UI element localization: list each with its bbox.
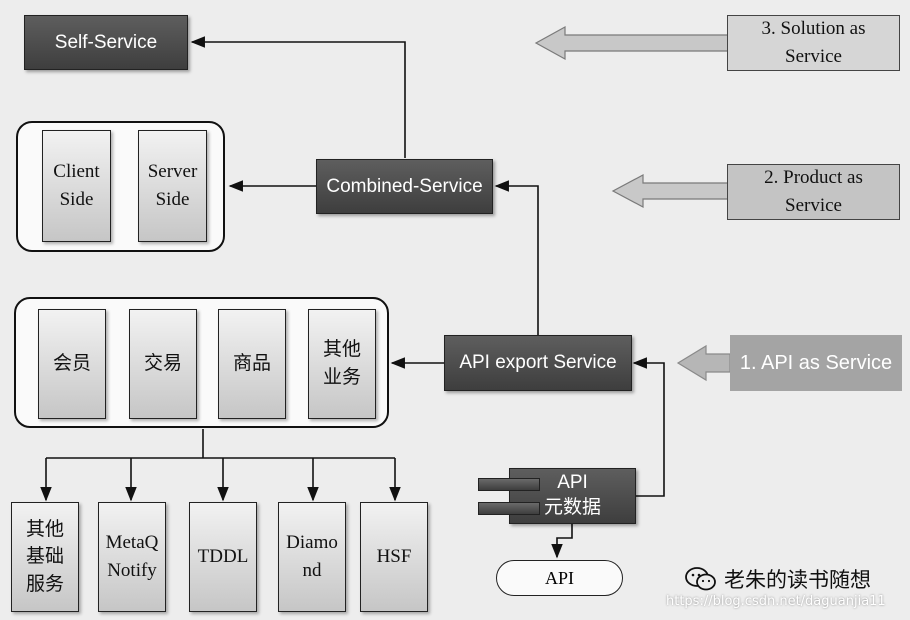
watermark-name: 老朱的读书随想 — [724, 568, 871, 592]
edge-meta-to-api — [551, 524, 573, 559]
infra-tddl-node: TDDL — [189, 502, 257, 612]
level-arrow-api — [676, 344, 731, 382]
api-export-service-node: API export Service — [444, 335, 632, 391]
wechat-icon — [685, 567, 716, 591]
level-arrow-product — [611, 174, 730, 208]
business-other-node: 其他业务 — [308, 309, 376, 419]
level-arrow-solution — [534, 25, 730, 61]
level-api-as-service: 1. API as Service — [730, 335, 902, 391]
self-service-node: Self-Service — [24, 15, 188, 70]
infra-hsf-node: HSF — [360, 502, 428, 612]
business-member-node: 会员 — [38, 309, 106, 419]
api-metadata-node: API 元数据 — [509, 468, 636, 524]
component-tab-bottom — [478, 502, 540, 515]
component-tab-top — [478, 478, 540, 491]
business-goods-node: 商品 — [218, 309, 286, 419]
infra-other-base-node: 其他基础服务 — [11, 502, 79, 612]
edge-meta-to-export — [632, 357, 665, 497]
edge-export-to-combined — [494, 180, 539, 335]
edge-combined-to-self — [190, 36, 406, 158]
watermark: 老朱的读书随想 — [684, 564, 894, 594]
watermark-url: https://blog.csdn.net/daguanjia11 — [666, 594, 886, 609]
business-trade-node: 交易 — [129, 309, 197, 419]
api-node: API — [496, 560, 623, 596]
combined-service-node: Combined-Service — [316, 159, 493, 214]
